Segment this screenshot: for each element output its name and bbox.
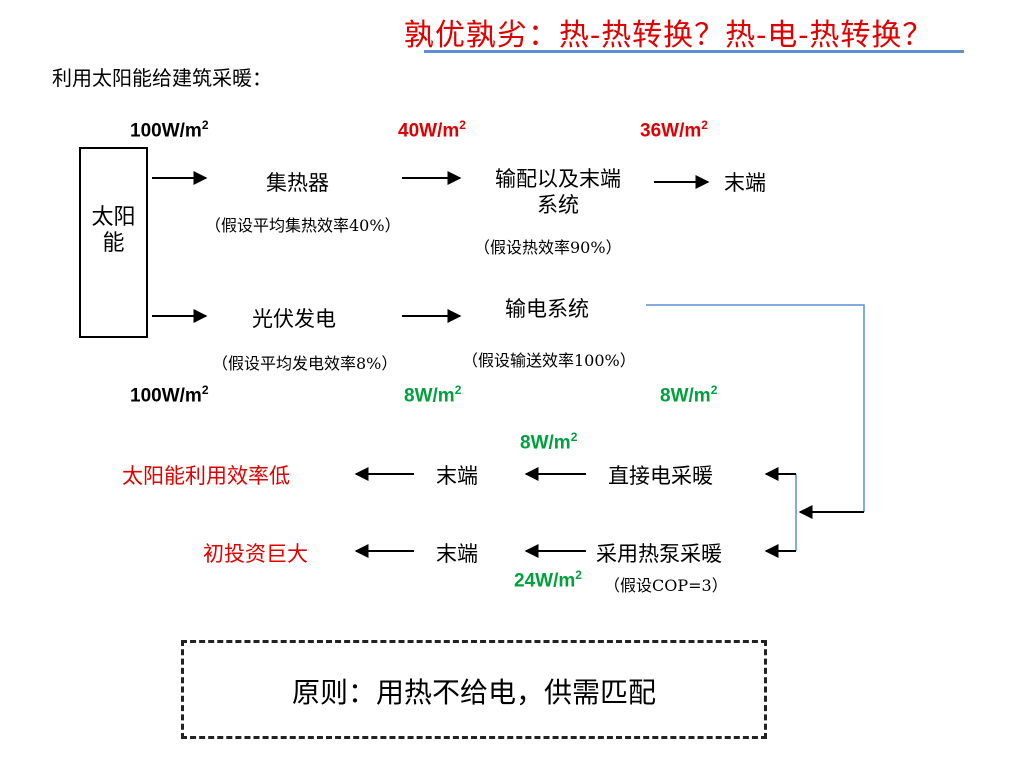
principle-text: 原则：用热不给电，供需匹配 bbox=[291, 676, 656, 709]
power-input-top: 100W/m2 bbox=[130, 118, 209, 142]
low-efficiency-result: 太阳能利用效率低 bbox=[122, 464, 290, 488]
high-cost-result: 初投资巨大 bbox=[203, 542, 308, 566]
power-direct-heat: 8W/m2 bbox=[520, 430, 578, 454]
terminal-node-top: 末端 bbox=[724, 171, 766, 195]
transmission-connector bbox=[646, 304, 865, 512]
subtitle: 利用太阳能给建筑采暖： bbox=[52, 66, 272, 90]
terminal-node-direct: 末端 bbox=[436, 464, 478, 488]
title-underline bbox=[424, 50, 964, 53]
solar-energy-label: 太阳能 bbox=[91, 205, 136, 256]
distribution-node: 输配以及末端 系统 bbox=[478, 166, 638, 218]
solar-energy-box: 太阳能 bbox=[79, 147, 148, 338]
transmission-note: （假设输送效率100%） bbox=[462, 351, 636, 370]
direct-heating-node: 直接电采暖 bbox=[608, 464, 713, 488]
distribution-label-line2: 系统 bbox=[537, 193, 579, 217]
heatpump-node: 采用热泵采暖 bbox=[596, 542, 722, 566]
page-title: 孰优孰劣：热-热转换？热-电-热转换？ bbox=[404, 18, 934, 53]
pv-node: 光伏发电 bbox=[252, 307, 336, 331]
distribution-label-line1: 输配以及末端 bbox=[495, 167, 621, 191]
terminal-node-heatpump: 末端 bbox=[436, 542, 478, 566]
collector-note: （假设平均集热效率40%） bbox=[205, 216, 401, 235]
power-input-bottom: 100W/m2 bbox=[130, 383, 209, 407]
power-heatpump: 24W/m2 bbox=[514, 568, 582, 592]
power-transmission-out: 8W/m2 bbox=[660, 383, 718, 407]
power-collector-out: 40W/m2 bbox=[398, 118, 466, 142]
power-pv-out: 8W/m2 bbox=[404, 383, 462, 407]
principle-box: 原则：用热不给电，供需匹配 bbox=[181, 640, 767, 739]
pv-note: （假设平均发电效率8%） bbox=[212, 354, 398, 373]
distribution-note: （假设热效率90%） bbox=[474, 238, 622, 257]
transmission-node: 输电系统 bbox=[505, 297, 589, 321]
power-end-heat: 36W/m2 bbox=[640, 118, 708, 142]
collector-node: 集热器 bbox=[266, 171, 329, 195]
cop-note: （假设COP=3） bbox=[604, 576, 728, 595]
